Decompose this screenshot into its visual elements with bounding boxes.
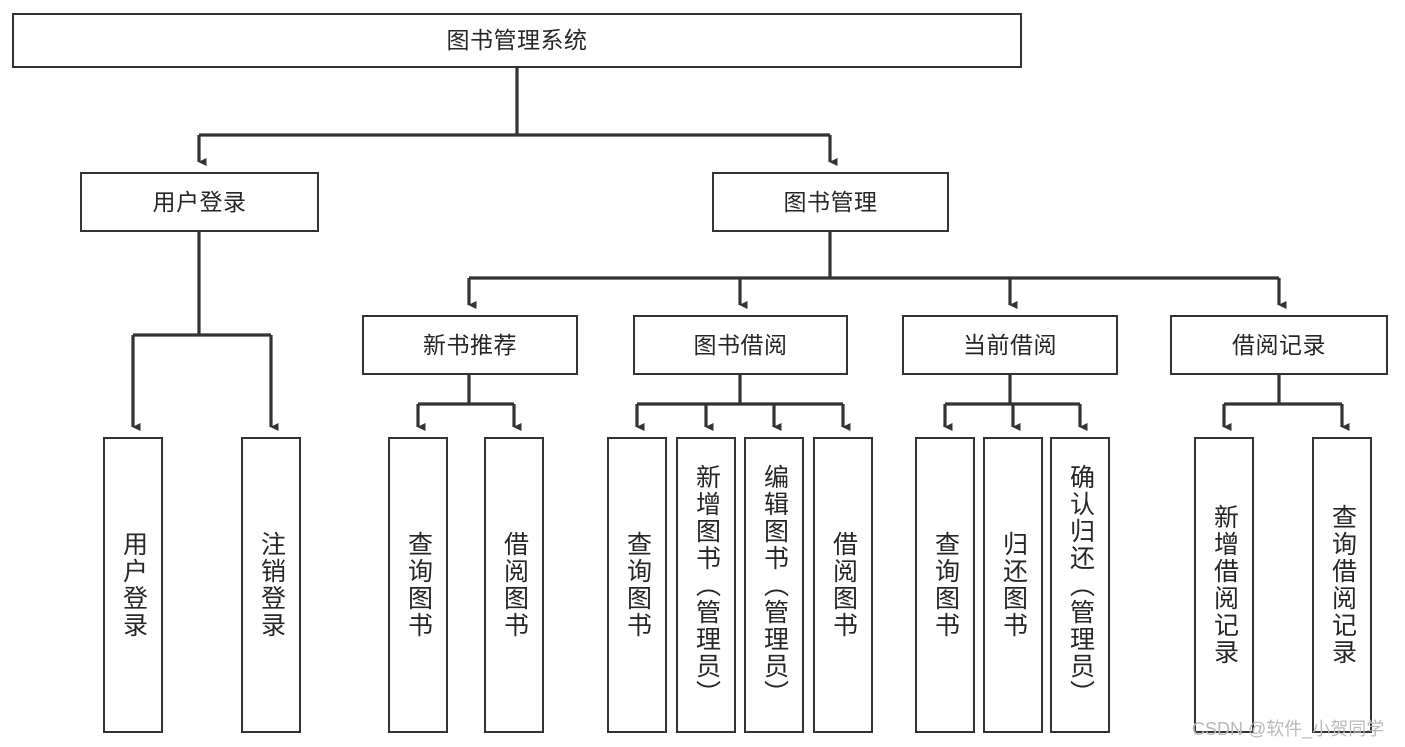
node-label: 借阅图书 xyxy=(829,531,858,639)
node-book-borrow[interactable]: 图书借阅 xyxy=(633,315,848,375)
leaf-borrow-record-1[interactable]: 查询借阅记录 xyxy=(1312,437,1372,733)
leaf-user-login-0[interactable]: 用户登录 xyxy=(103,437,163,733)
leaf-book-borrow-3[interactable]: 借阅图书 xyxy=(813,437,873,733)
node-label: 查询借阅记录 xyxy=(1328,504,1357,666)
node-label: 当前借阅 xyxy=(963,331,1057,358)
node-label: 新增图书（管理员） xyxy=(692,463,721,707)
leaf-current-borrow-0[interactable]: 查询图书 xyxy=(915,437,975,733)
node-label: 新增借阅记录 xyxy=(1210,504,1239,666)
node-label: 图书管理 xyxy=(783,188,878,215)
leaf-current-borrow-2[interactable]: 确认归还（管理员） xyxy=(1050,437,1110,733)
node-label: 注销登录 xyxy=(257,531,286,639)
leaf-user-login-1[interactable]: 注销登录 xyxy=(241,437,301,733)
leaf-book-borrow-2[interactable]: 编辑图书（管理员） xyxy=(744,437,804,733)
node-root-book-management-system[interactable]: 图书管理系统 xyxy=(12,13,1022,68)
node-label: 借阅图书 xyxy=(500,531,529,639)
node-label: 图书借阅 xyxy=(693,331,788,358)
node-label: 图书管理系统 xyxy=(446,27,588,54)
node-label: 用户登录 xyxy=(152,188,247,215)
node-label: 用户登录 xyxy=(119,531,148,639)
node-label: 新书推荐 xyxy=(423,331,517,358)
node-label: 查询图书 xyxy=(931,531,960,639)
node-new-book-recommend[interactable]: 新书推荐 xyxy=(362,315,578,375)
node-label: 编辑图书（管理员） xyxy=(760,463,789,707)
leaf-book-borrow-1[interactable]: 新增图书（管理员） xyxy=(676,437,736,733)
node-user-login[interactable]: 用户登录 xyxy=(80,172,319,232)
node-current-borrow[interactable]: 当前借阅 xyxy=(902,315,1118,375)
node-label: 查询图书 xyxy=(404,531,433,639)
node-borrow-record[interactable]: 借阅记录 xyxy=(1170,315,1388,375)
node-label: 借阅记录 xyxy=(1232,331,1326,358)
leaf-book-borrow-0[interactable]: 查询图书 xyxy=(607,437,667,733)
node-label: 确认归还（管理员） xyxy=(1066,463,1095,707)
node-label: 查询图书 xyxy=(623,531,652,639)
leaf-new-book-recommend-1[interactable]: 借阅图书 xyxy=(484,437,544,733)
leaf-current-borrow-1[interactable]: 归还图书 xyxy=(983,437,1043,733)
node-label: 归还图书 xyxy=(999,531,1028,639)
node-book-management[interactable]: 图书管理 xyxy=(712,172,949,232)
leaf-new-book-recommend-0[interactable]: 查询图书 xyxy=(388,437,448,733)
leaf-borrow-record-0[interactable]: 新增借阅记录 xyxy=(1194,437,1254,733)
